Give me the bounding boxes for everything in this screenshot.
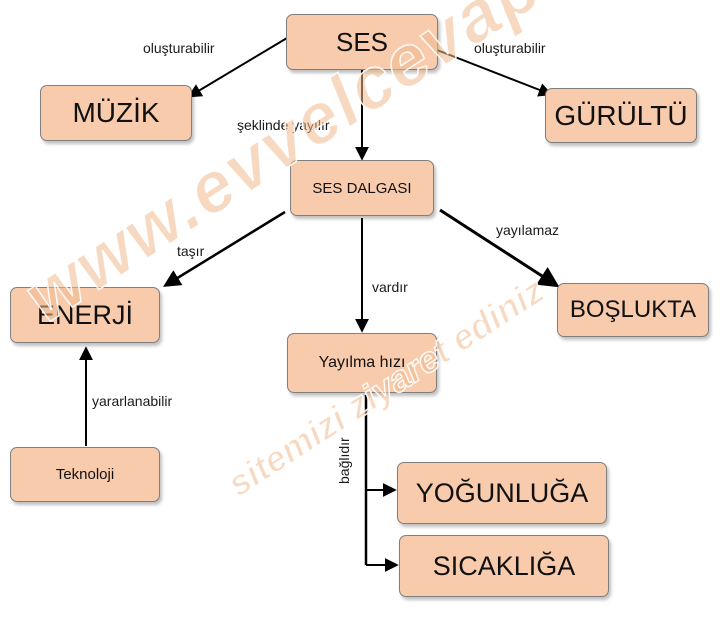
- node-yogunluk: YOĞUNLUĞA: [397, 462, 607, 524]
- edge-label-dalga-bosluk: yayılamaz: [496, 222, 560, 238]
- node-enerji: ENERJİ: [10, 287, 160, 343]
- edge-label-ses-gurultu: oluşturabilir: [474, 40, 546, 56]
- arrow-ses-gurultu: [436, 49, 553, 97]
- edge-label-hiz-bagli: bağlıdır: [336, 437, 352, 484]
- node-sicaklik: SICAKLIĞA: [399, 535, 609, 597]
- arrow-ses-muzik: [187, 37, 288, 98]
- edge-label-dalga-hiz: vardır: [372, 279, 408, 295]
- node-ses-dalgasi: SES DALGASI: [290, 160, 434, 216]
- arrow-dalga-bosluk: [439, 208, 560, 288]
- node-bosluk: BOŞLUKTA: [557, 283, 709, 337]
- edge-label-dalga-enerji: taşır: [177, 243, 205, 259]
- edge-label-ses-dalga: şeklinde yayılır: [237, 117, 330, 133]
- edge-label-ses-muzik: oluşturabilir: [143, 40, 215, 56]
- node-ses: SES: [286, 14, 438, 70]
- node-muzik: MÜZİK: [40, 85, 192, 141]
- node-gurultu: GÜRÜLTÜ: [545, 88, 697, 143]
- node-teknoloji: Teknoloji: [10, 447, 160, 502]
- edge-label-tek-enerji: yararlanabilir: [92, 393, 173, 409]
- node-yayilma-hizi: Yayılma hızı: [287, 333, 437, 393]
- arrow-dalga-enerji: [163, 210, 286, 287]
